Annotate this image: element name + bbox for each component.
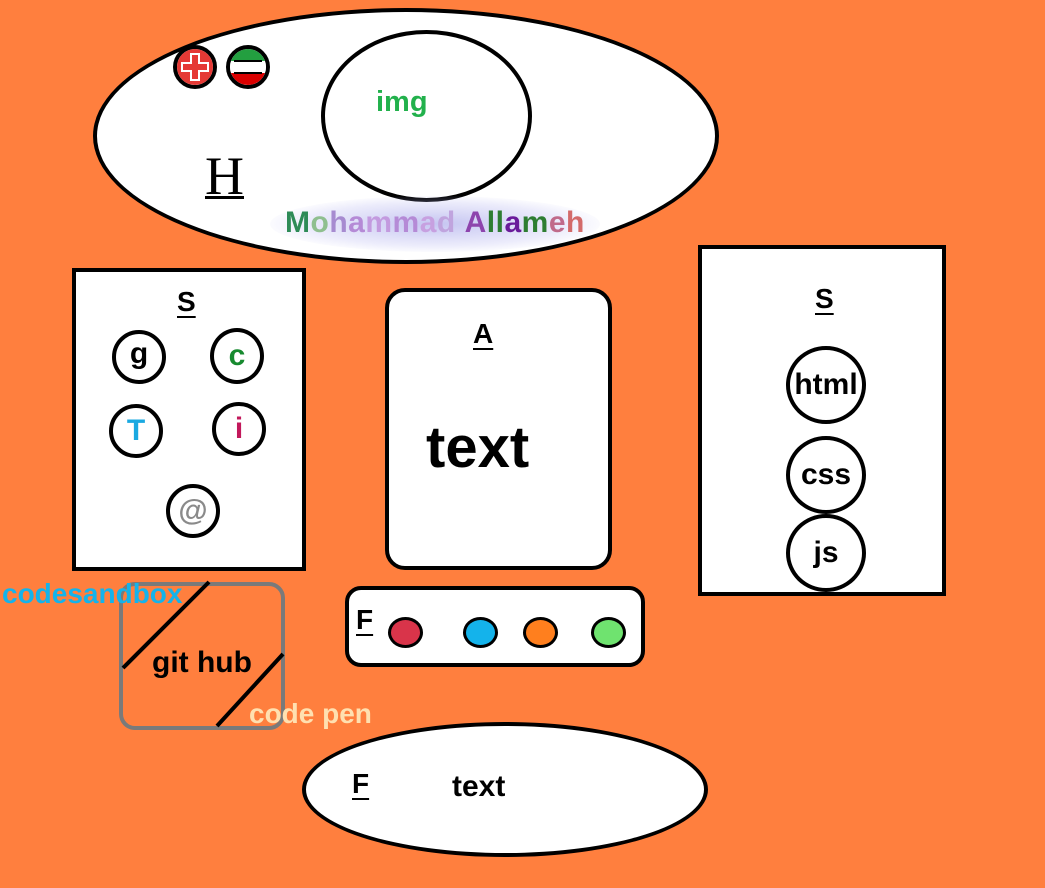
owner-name-letter: a bbox=[348, 206, 366, 239]
owner-name-letter: a bbox=[419, 206, 437, 239]
owner-name-letter: h bbox=[329, 206, 349, 239]
color-dot-blue[interactable] bbox=[463, 617, 498, 648]
footer-label: F bbox=[352, 768, 370, 799]
footer-bar-label: F bbox=[356, 604, 374, 635]
owner-name-letter: m bbox=[521, 206, 549, 239]
footer-ellipse bbox=[302, 722, 708, 857]
color-dot-green[interactable] bbox=[591, 617, 626, 648]
iran-flag-icon[interactable] bbox=[226, 45, 270, 89]
owner-name-letter: M bbox=[285, 206, 311, 239]
article-box bbox=[385, 288, 612, 570]
owner-name-letter: h bbox=[566, 206, 585, 239]
owner-name-letter: A bbox=[464, 206, 487, 239]
owner-name-letter: m bbox=[392, 206, 420, 239]
color-dot-red[interactable] bbox=[388, 617, 423, 648]
owner-name: Mohammad Allameh bbox=[285, 206, 585, 240]
owner-name-letter: o bbox=[310, 206, 330, 239]
github-g-icon[interactable]: g bbox=[112, 330, 166, 384]
owner-name-letter: a bbox=[504, 206, 522, 239]
profile-image bbox=[321, 30, 532, 202]
skill-html: html bbox=[786, 346, 866, 424]
codepen-c-icon[interactable]: c bbox=[210, 328, 264, 384]
red-cross-flag-icon[interactable] bbox=[173, 45, 217, 89]
profile-image-label: img bbox=[376, 86, 428, 118]
article-label: A bbox=[473, 318, 494, 349]
article-text: text bbox=[426, 415, 530, 480]
skills-label: S bbox=[815, 283, 834, 314]
owner-name-letter: e bbox=[548, 206, 566, 239]
skill-js: js bbox=[786, 514, 866, 592]
telegram-t-icon[interactable]: T bbox=[109, 404, 163, 458]
instagram-i-icon[interactable]: i bbox=[212, 402, 266, 456]
color-dot-orange[interactable] bbox=[523, 617, 558, 648]
owner-name-letter: l bbox=[486, 206, 496, 239]
footer-text: text bbox=[452, 770, 506, 803]
owner-name-letter: l bbox=[495, 206, 505, 239]
social-label: S bbox=[177, 286, 196, 317]
owner-name-letter: d bbox=[436, 206, 456, 239]
codesandbox-link[interactable]: codesandbox bbox=[2, 578, 183, 609]
github-link[interactable]: git hub bbox=[152, 646, 252, 679]
links-dividers bbox=[121, 580, 285, 728]
codepen-link[interactable]: code pen bbox=[249, 698, 372, 729]
header-label: H bbox=[205, 146, 244, 206]
name-glow bbox=[270, 196, 600, 252]
skill-css: css bbox=[786, 436, 866, 514]
email-at-icon[interactable]: @ bbox=[166, 484, 220, 538]
owner-name-letter bbox=[456, 206, 465, 239]
owner-name-letter: m bbox=[365, 206, 393, 239]
